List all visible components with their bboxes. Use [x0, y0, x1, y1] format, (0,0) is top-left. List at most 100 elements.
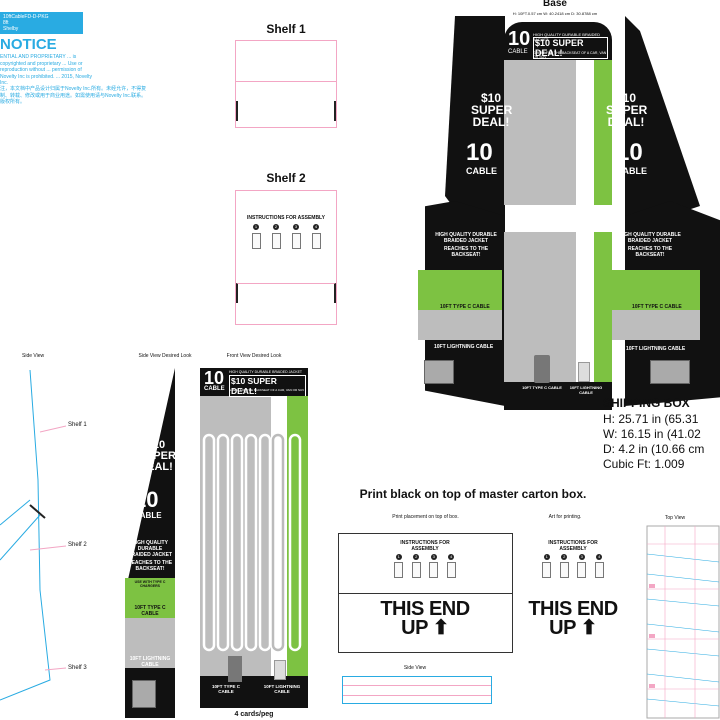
step-number: 1 [253, 224, 259, 230]
step-number: 2 [273, 224, 279, 230]
cable-plug-lightning [578, 362, 590, 382]
front-lightning: 10FT LIGHTNING CABLE [263, 684, 301, 694]
step-number: 4 [448, 554, 455, 560]
shelf2-title: Shelf 2 [266, 171, 306, 185]
fold-line [236, 81, 336, 82]
print-label-right: Art for printing. [548, 514, 582, 520]
base-bottom-lightning: 10FT LIGHTNING CABLE [569, 385, 603, 395]
side-view-shelf3-label: Shelf 3 [68, 665, 87, 671]
base-header-line1: HIGH QUALITY DURABLE BRAIDED JACKET [533, 32, 601, 42]
front-caption: 4 cards/peg [234, 711, 274, 718]
notice-text: ENTIAL AND PROPRIETARY ... is copyrighte… [0, 54, 92, 86]
up-arrow-icon: ⬆ [580, 617, 598, 639]
front-header [200, 368, 308, 396]
print-label-left: Print placement on top of box. [392, 514, 459, 520]
step-number: 3 [430, 554, 437, 560]
front-line2: GREAT FOR THE BACKSEAT OF A CAR, VAN OR … [229, 388, 305, 392]
step-number: 3 [578, 554, 585, 560]
peg-area-gray [504, 60, 576, 205]
front-bottom-strip [200, 676, 308, 708]
base-left-price: $10 SUPER DEAL! [471, 91, 513, 129]
assembly-step-figure [251, 233, 261, 249]
top-view-diagram [646, 525, 720, 719]
this-end-left: THIS END UP ⬆ [380, 598, 470, 639]
slot [236, 101, 336, 121]
print-title: Print black on top of master carton box. [359, 487, 587, 501]
base-right-big: 10 [616, 139, 643, 166]
shelf1-title: Shelf 1 [266, 22, 306, 36]
base-bottom-type-c: 10FT TYPE C CABLE [522, 385, 562, 390]
base-left-gray-band [418, 310, 502, 340]
side-desired-promo1: HIGH QUALITY DURABLE BRAIDED JACKET [127, 540, 173, 558]
promo-line1: HIGH QUALITY DURABLE BRAIDED JACKET [619, 232, 681, 244]
shipping-cubic: Cubic Ft: 1.009 [603, 457, 685, 471]
step-number: 2 [561, 554, 568, 560]
step-number: 2 [413, 554, 420, 560]
notice-header-line: 10ftCableFD-D-PKG [3, 14, 49, 20]
notice-header-line: 8ft [3, 20, 9, 26]
instructions-title: INSTRUCTIONS FOR ASSEMBLY [247, 215, 325, 221]
side-desired-promo2: REACHES TO THE BACKSEAT! [127, 560, 173, 572]
side-desired-shape [125, 368, 175, 718]
base-right-cable: CABLE [616, 166, 647, 176]
assembly-step-figure [291, 233, 301, 249]
base-right-promo: HIGH QUALITY DURABLE BRAIDED JACKET REAC… [614, 232, 686, 262]
notice-cjk-text: 注，本文档中产品设计归属于Novelty Inc.所有。未经允许，不得复制、转载… [0, 86, 147, 105]
base-left-cable: CABLE [466, 166, 497, 176]
base-right-green-band [612, 270, 700, 310]
assembly-step-figure [311, 233, 321, 249]
cable-plug-type-c [228, 656, 242, 682]
shipping-depth: D: 4.2 in (10.66 cm [603, 442, 705, 456]
peg-area-green [594, 60, 612, 205]
notice-header: 10ftCableFD-D-PKG 8ft Shelby [0, 12, 83, 34]
this-end-right: THIS END UP ⬆ [528, 598, 618, 639]
assembly-step-figure [429, 562, 439, 578]
peg-area-white [576, 60, 594, 205]
notice-header-line: Shelby [3, 26, 19, 32]
shipping-height: H: 25.71 in (65.31 [603, 412, 699, 426]
base-left-green-band [418, 270, 502, 310]
cable-plug-image [650, 360, 690, 384]
up-arrow-icon: ⬆ [432, 617, 450, 639]
base-left-lightning: 10FT LIGHTNING CABLE [434, 344, 494, 350]
cable-plug-image [132, 680, 156, 708]
up-text: UP [401, 617, 428, 639]
base-right-type-c: 10FT TYPE C CABLE [632, 304, 682, 310]
print-instructions-left: INSTRUCTIONS FOR ASSEMBLY 1 2 3 4 [390, 540, 460, 590]
front-line1: HIGH QUALITY DURABLE BRAIDED JACKET [229, 370, 303, 374]
up-text: UP [549, 617, 576, 639]
base-title: Base [543, 0, 567, 9]
print-placement-box [338, 533, 513, 653]
side-view-shelf1-label: Shelf 1 [68, 422, 87, 428]
base-bottom-strip [504, 382, 612, 410]
step-number: 4 [313, 224, 319, 230]
step-number: 4 [596, 554, 603, 560]
assembly-step-figure [446, 562, 456, 578]
fold-line [343, 685, 491, 686]
base-header-line2: GREAT FOR THE BACKSEAT OF A CAR, VAN OR … [533, 51, 607, 59]
shelf2-dieline: INSTRUCTIONS FOR ASSEMBLY 1 2 3 4 [235, 190, 337, 325]
side-desired-title: Side View Desired Look [138, 353, 192, 359]
this-end-text: THIS END [380, 598, 470, 620]
side-desired-cable: CABLE [134, 511, 162, 520]
step-number: 1 [543, 554, 550, 560]
assembly-step-figure [411, 562, 421, 578]
assembly-step-figure [542, 562, 552, 578]
assembly-step-figure [559, 562, 569, 578]
front-desired-title: Front View Desired Look [226, 353, 282, 359]
base-left-promo: HIGH QUALITY DURABLE BRAIDED JACKET REAC… [430, 232, 502, 262]
base-left-big: 10 [466, 139, 493, 166]
instructions-title: INSTRUCTIONS FOR ASSEMBLY [548, 540, 598, 552]
assembly-step-figure [594, 562, 604, 578]
side-view-shelf2-label: Shelf 2 [68, 542, 87, 548]
print-instructions-right: INSTRUCTIONS FOR ASSEMBLY 1 2 3 4 [538, 540, 608, 590]
base-right-gray-band [612, 310, 700, 340]
side-desired-price: $10 SUPER DEAL! [138, 439, 176, 473]
print-side-view-title: Side View [403, 665, 427, 671]
shelf1-dieline [235, 40, 337, 128]
base-left-type-c: 10FT TYPE C CABLE [440, 304, 490, 310]
front-green-column [287, 396, 308, 676]
instructions-title: INSTRUCTIONS FOR ASSEMBLY [400, 540, 450, 552]
front-type-c: 10FT TYPE C CABLE [211, 684, 240, 694]
this-end-text: THIS END [528, 598, 618, 620]
